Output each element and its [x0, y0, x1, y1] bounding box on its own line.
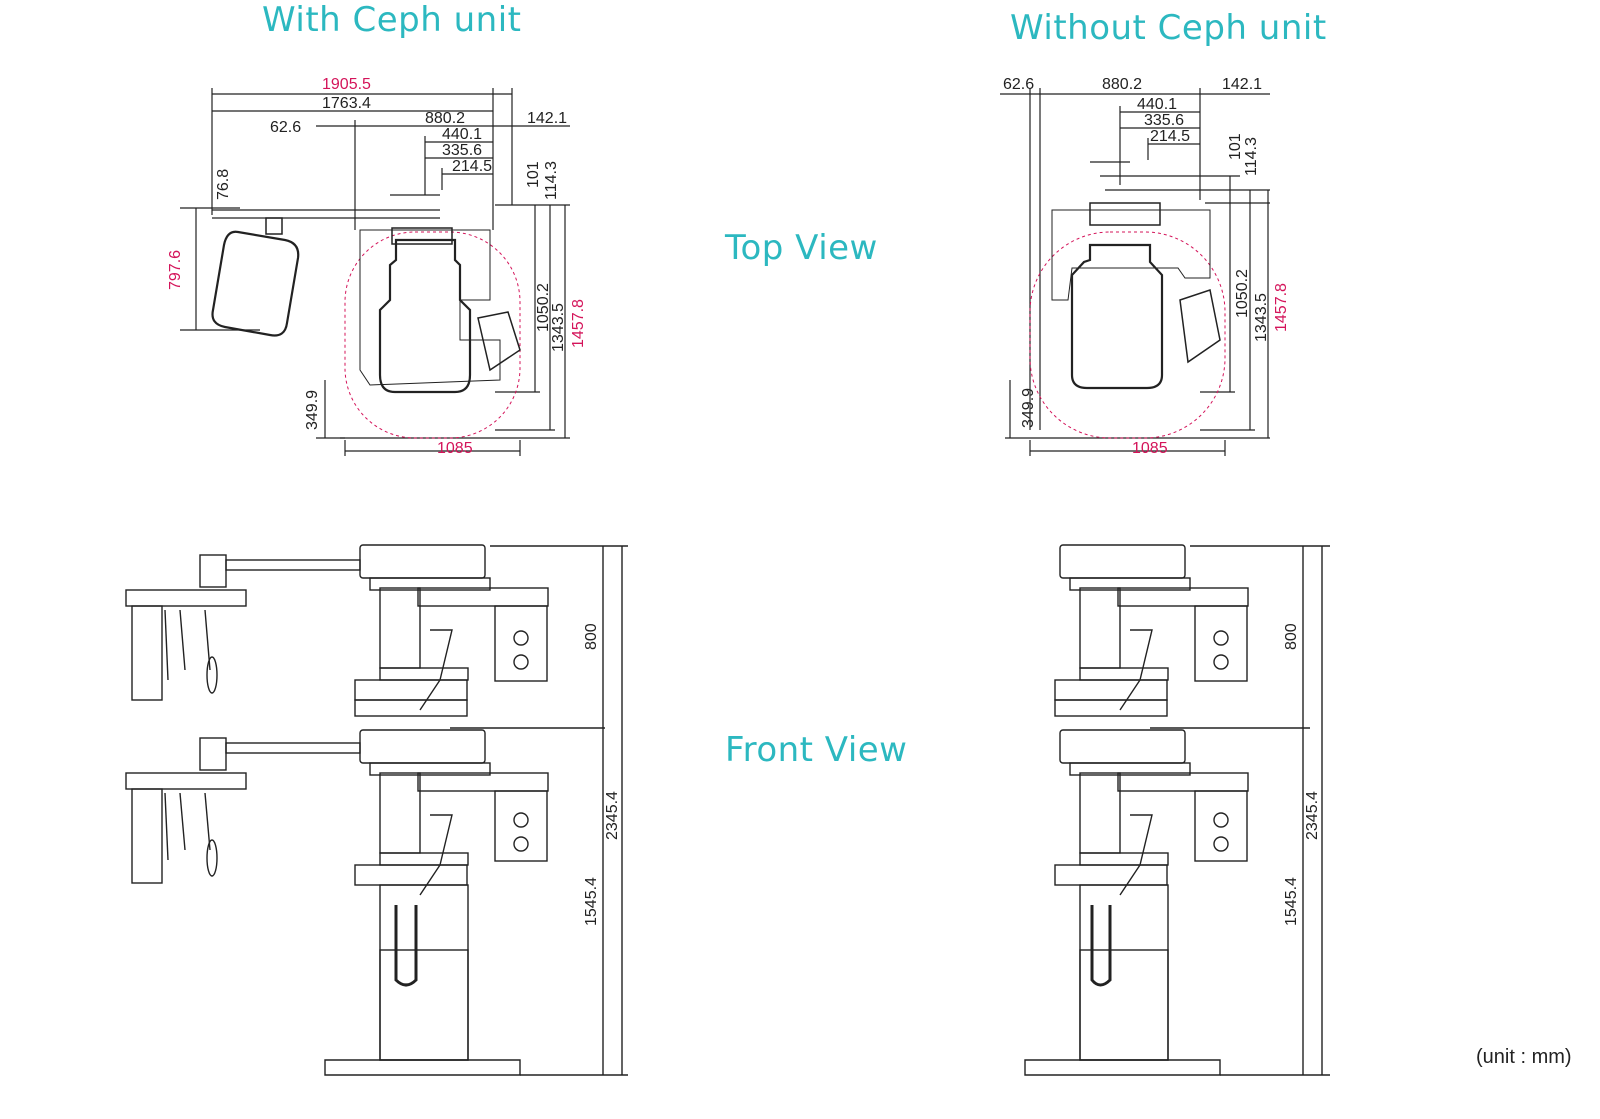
dim-1050-label: 1050.2: [535, 283, 552, 332]
unit-body-top-2: [1070, 243, 1164, 390]
dim-2345-label-2: 2345.4: [1304, 791, 1321, 840]
without-ceph-top-view: [1000, 88, 1270, 456]
dim-142-label-2: 142.1: [1222, 76, 1262, 93]
dim-1085-label-2: 1085: [1132, 440, 1168, 457]
dim-2345-label: 2345.4: [604, 791, 621, 840]
with-ceph-top-labels: 1905.5 1763.4 62.6 880.2 142.1 440.1 335…: [167, 76, 587, 457]
dim-62-label: 62.6: [270, 119, 301, 136]
dim-1085-label: 1085: [437, 440, 473, 457]
dim-101-label: 101: [525, 161, 542, 188]
dim-1763-label: 1763.4: [322, 95, 371, 112]
dim-1050-label-2: 1050.2: [1234, 269, 1251, 318]
dim-797-label: 797.6: [167, 250, 184, 290]
dim-1545-label-2: 1545.4: [1283, 877, 1300, 926]
dim-880-label-2: 880.2: [1102, 76, 1142, 93]
front-view-label: Front View: [725, 730, 908, 770]
dim-1343-label: 1343.5: [550, 303, 567, 352]
dim-1905-label: 1905.5: [322, 76, 371, 93]
dim-440-label-2: 440.1: [1137, 96, 1177, 113]
ceph-head-top: [211, 230, 300, 337]
dim-335-label: 335.6: [442, 142, 482, 159]
dim-440-label: 440.1: [442, 126, 482, 143]
dim-62-label-2: 62.6: [1003, 76, 1034, 93]
without-ceph-front-view: [1024, 544, 1330, 1076]
without-ceph-top-labels: 62.6 880.2 142.1 440.1 335.6 214.5 101 1…: [1003, 76, 1290, 457]
dim-349-label: 349.9: [304, 390, 321, 430]
footprint-outline: [344, 231, 521, 439]
dim-1457-label-2: 1457.8: [1273, 283, 1290, 332]
unit-note: (unit : mm): [1476, 1046, 1572, 1068]
dim-76-label: 76.8: [215, 169, 232, 200]
dim-214-label-2: 214.5: [1150, 128, 1190, 145]
dim-880-label: 880.2: [425, 110, 465, 127]
dim-101-label-2: 101: [1227, 133, 1244, 160]
dim-1545-label: 1545.4: [583, 877, 600, 926]
with-ceph-front-labels: 800 2345.4 1545.4: [583, 623, 621, 926]
with-ceph-title: With Ceph unit: [262, 0, 522, 40]
dim-800-label-2: 800: [1283, 623, 1300, 650]
dim-1457-label: 1457.8: [570, 299, 587, 348]
dim-1343-label-2: 1343.5: [1253, 293, 1270, 342]
without-ceph-title: Without Ceph unit: [1010, 8, 1327, 48]
dim-800-label: 800: [583, 623, 600, 650]
dim-114-label: 114.3: [543, 161, 560, 200]
dim-335-label-2: 335.6: [1144, 112, 1184, 129]
dim-114-label-2: 114.3: [1243, 137, 1260, 176]
dim-214-label: 214.5: [452, 158, 492, 175]
top-view-label: Top View: [725, 228, 878, 268]
dim-349-label-2: 349.9: [1020, 388, 1037, 428]
with-ceph-front-view: [125, 544, 628, 1076]
without-ceph-front-labels: 800 2345.4 1545.4: [1283, 623, 1321, 926]
with-ceph-top-view: [180, 88, 570, 456]
unit-body-top: [378, 238, 472, 394]
dim-142-label: 142.1: [527, 110, 567, 127]
